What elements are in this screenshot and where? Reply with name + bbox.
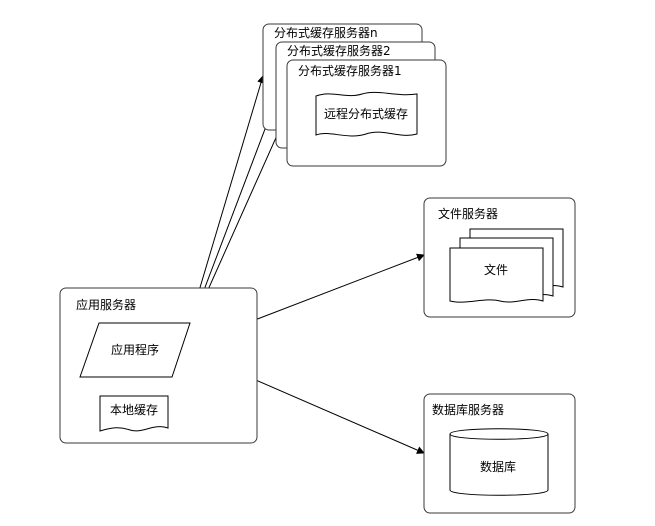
app-program-label: 应用程序 [111,342,159,357]
db-server: 数据库服务器 数据库 [423,393,576,514]
app-program-shape [79,322,191,378]
remote-cache-label: 远程分布式缓存 [324,106,408,121]
file-server: 文件服务器 文件 [423,197,576,318]
remote-cache-shape [315,91,418,137]
cache-server-n-title: 分布式缓存服务器n [274,25,378,40]
local-cache-shape [99,395,169,432]
database-shape-top-curve [449,433,549,440]
local-cache-label: 本地缓存 [110,403,158,417]
file-server-title: 文件服务器 [438,206,498,221]
cache-server-2-title: 分布式缓存服务器2 [287,43,391,58]
database-shape [449,428,549,496]
app-server: 应用服务器 应用程序 本地缓存 [59,287,258,444]
db-server-title: 数据库服务器 [432,402,504,417]
database-label: 数据库 [480,459,516,474]
cache-server-1: 分布式缓存服务器1 远程分布式缓存 [286,59,447,167]
file-shape-front [449,247,544,303]
cache-server-1-title: 分布式缓存服务器1 [298,63,402,78]
file-label: 文件 [484,262,508,277]
app-server-title: 应用服务器 [76,297,136,312]
